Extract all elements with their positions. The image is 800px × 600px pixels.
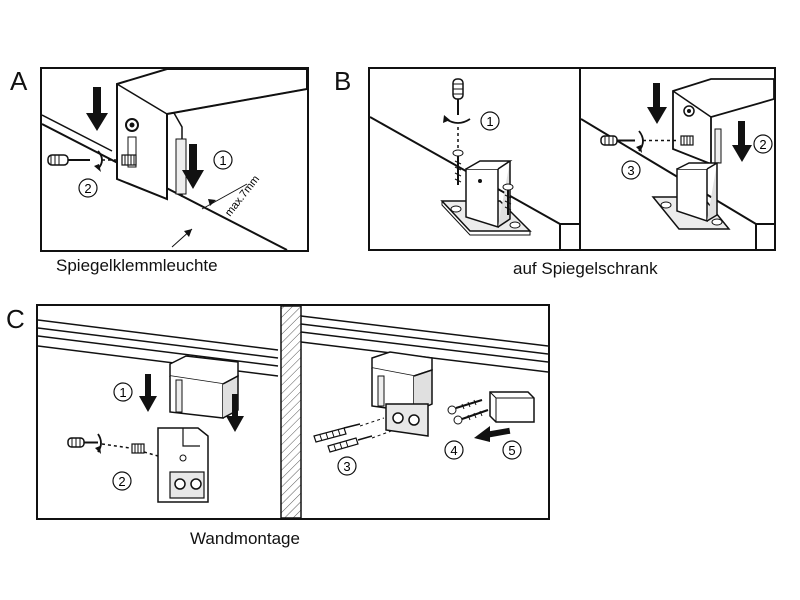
clamp-slot — [175, 138, 187, 195]
screwdriver-icon — [67, 437, 98, 448]
screw-icon — [502, 183, 514, 215]
panel-b-lamp-attach: 2 3 — [579, 67, 776, 251]
step-marker-1: 1 — [213, 150, 233, 170]
dimension-line — [201, 183, 248, 210]
lamp-housing — [116, 69, 307, 201]
left-arrow-icon — [474, 426, 511, 442]
step-marker-2: 2 — [112, 471, 132, 491]
wall-plug-icon — [327, 435, 373, 453]
set-screw-icon — [680, 135, 694, 146]
rail-upper — [300, 315, 548, 347]
step-number: 4 — [450, 443, 457, 458]
mounting-block — [465, 168, 499, 229]
step-marker-2: 2 — [753, 134, 773, 154]
down-arrow-icon — [732, 121, 752, 162]
down-arrow-icon — [139, 374, 157, 412]
step-marker-2: 2 — [78, 178, 98, 198]
screwdriver-icon — [452, 78, 464, 115]
rotation-icon — [445, 118, 471, 124]
section-a-letter: A — [10, 66, 28, 96]
panel-c-wall-mount: 1 2 — [36, 304, 550, 520]
caption-a: Spiegelklemmleuchte — [56, 256, 218, 275]
step-number: 5 — [508, 443, 515, 458]
caption-b: auf Spiegelschrank — [513, 259, 658, 278]
dimension-label: max.7mm — [223, 173, 262, 218]
step-marker-5: 5 — [502, 440, 522, 460]
step-number: 2 — [118, 474, 125, 489]
mirror-back-edge — [42, 114, 113, 152]
step-number: 1 — [119, 385, 126, 400]
section-b-letter: B — [334, 66, 352, 96]
step-number: 2 — [759, 137, 766, 152]
step-number: 3 — [343, 459, 350, 474]
cover-cap — [489, 391, 535, 423]
step-marker-3: 3 — [621, 160, 641, 180]
step-number: 2 — [84, 181, 91, 196]
lamp-bar — [166, 88, 307, 115]
down-arrow-icon — [647, 83, 667, 124]
down-arrow-icon — [226, 394, 244, 432]
screw-icon — [452, 149, 464, 185]
mounting-block — [676, 168, 708, 223]
screwdriver-icon — [47, 154, 90, 166]
step-number: 1 — [219, 153, 226, 168]
screw-icon — [453, 409, 489, 425]
rail-upper — [38, 319, 279, 351]
screwdriver-icon — [600, 135, 635, 146]
step-marker-1: 1 — [480, 111, 500, 131]
set-screw-icon — [121, 154, 137, 166]
set-screw-icon — [131, 443, 145, 454]
step-marker-4: 4 — [444, 440, 464, 460]
panel-b-mount-plate: 1 — [368, 67, 581, 251]
down-arrow-icon — [86, 87, 108, 131]
section-c-letter: C — [6, 304, 25, 334]
lamp-housing — [672, 78, 774, 166]
step-number: 3 — [627, 163, 634, 178]
step-marker-1: 1 — [113, 382, 133, 402]
caption-c: Wandmontage — [190, 529, 300, 548]
step-number: 1 — [486, 114, 493, 129]
panel-a-mirror-clamp: max.7mm 1 2 — [40, 67, 309, 252]
wall-plug-icon — [313, 423, 361, 443]
step-marker-3: 3 — [337, 456, 357, 476]
down-arrow-icon — [182, 144, 204, 189]
wall-section — [280, 306, 302, 518]
wall-bracket — [385, 403, 429, 437]
screw-icon — [447, 399, 483, 415]
